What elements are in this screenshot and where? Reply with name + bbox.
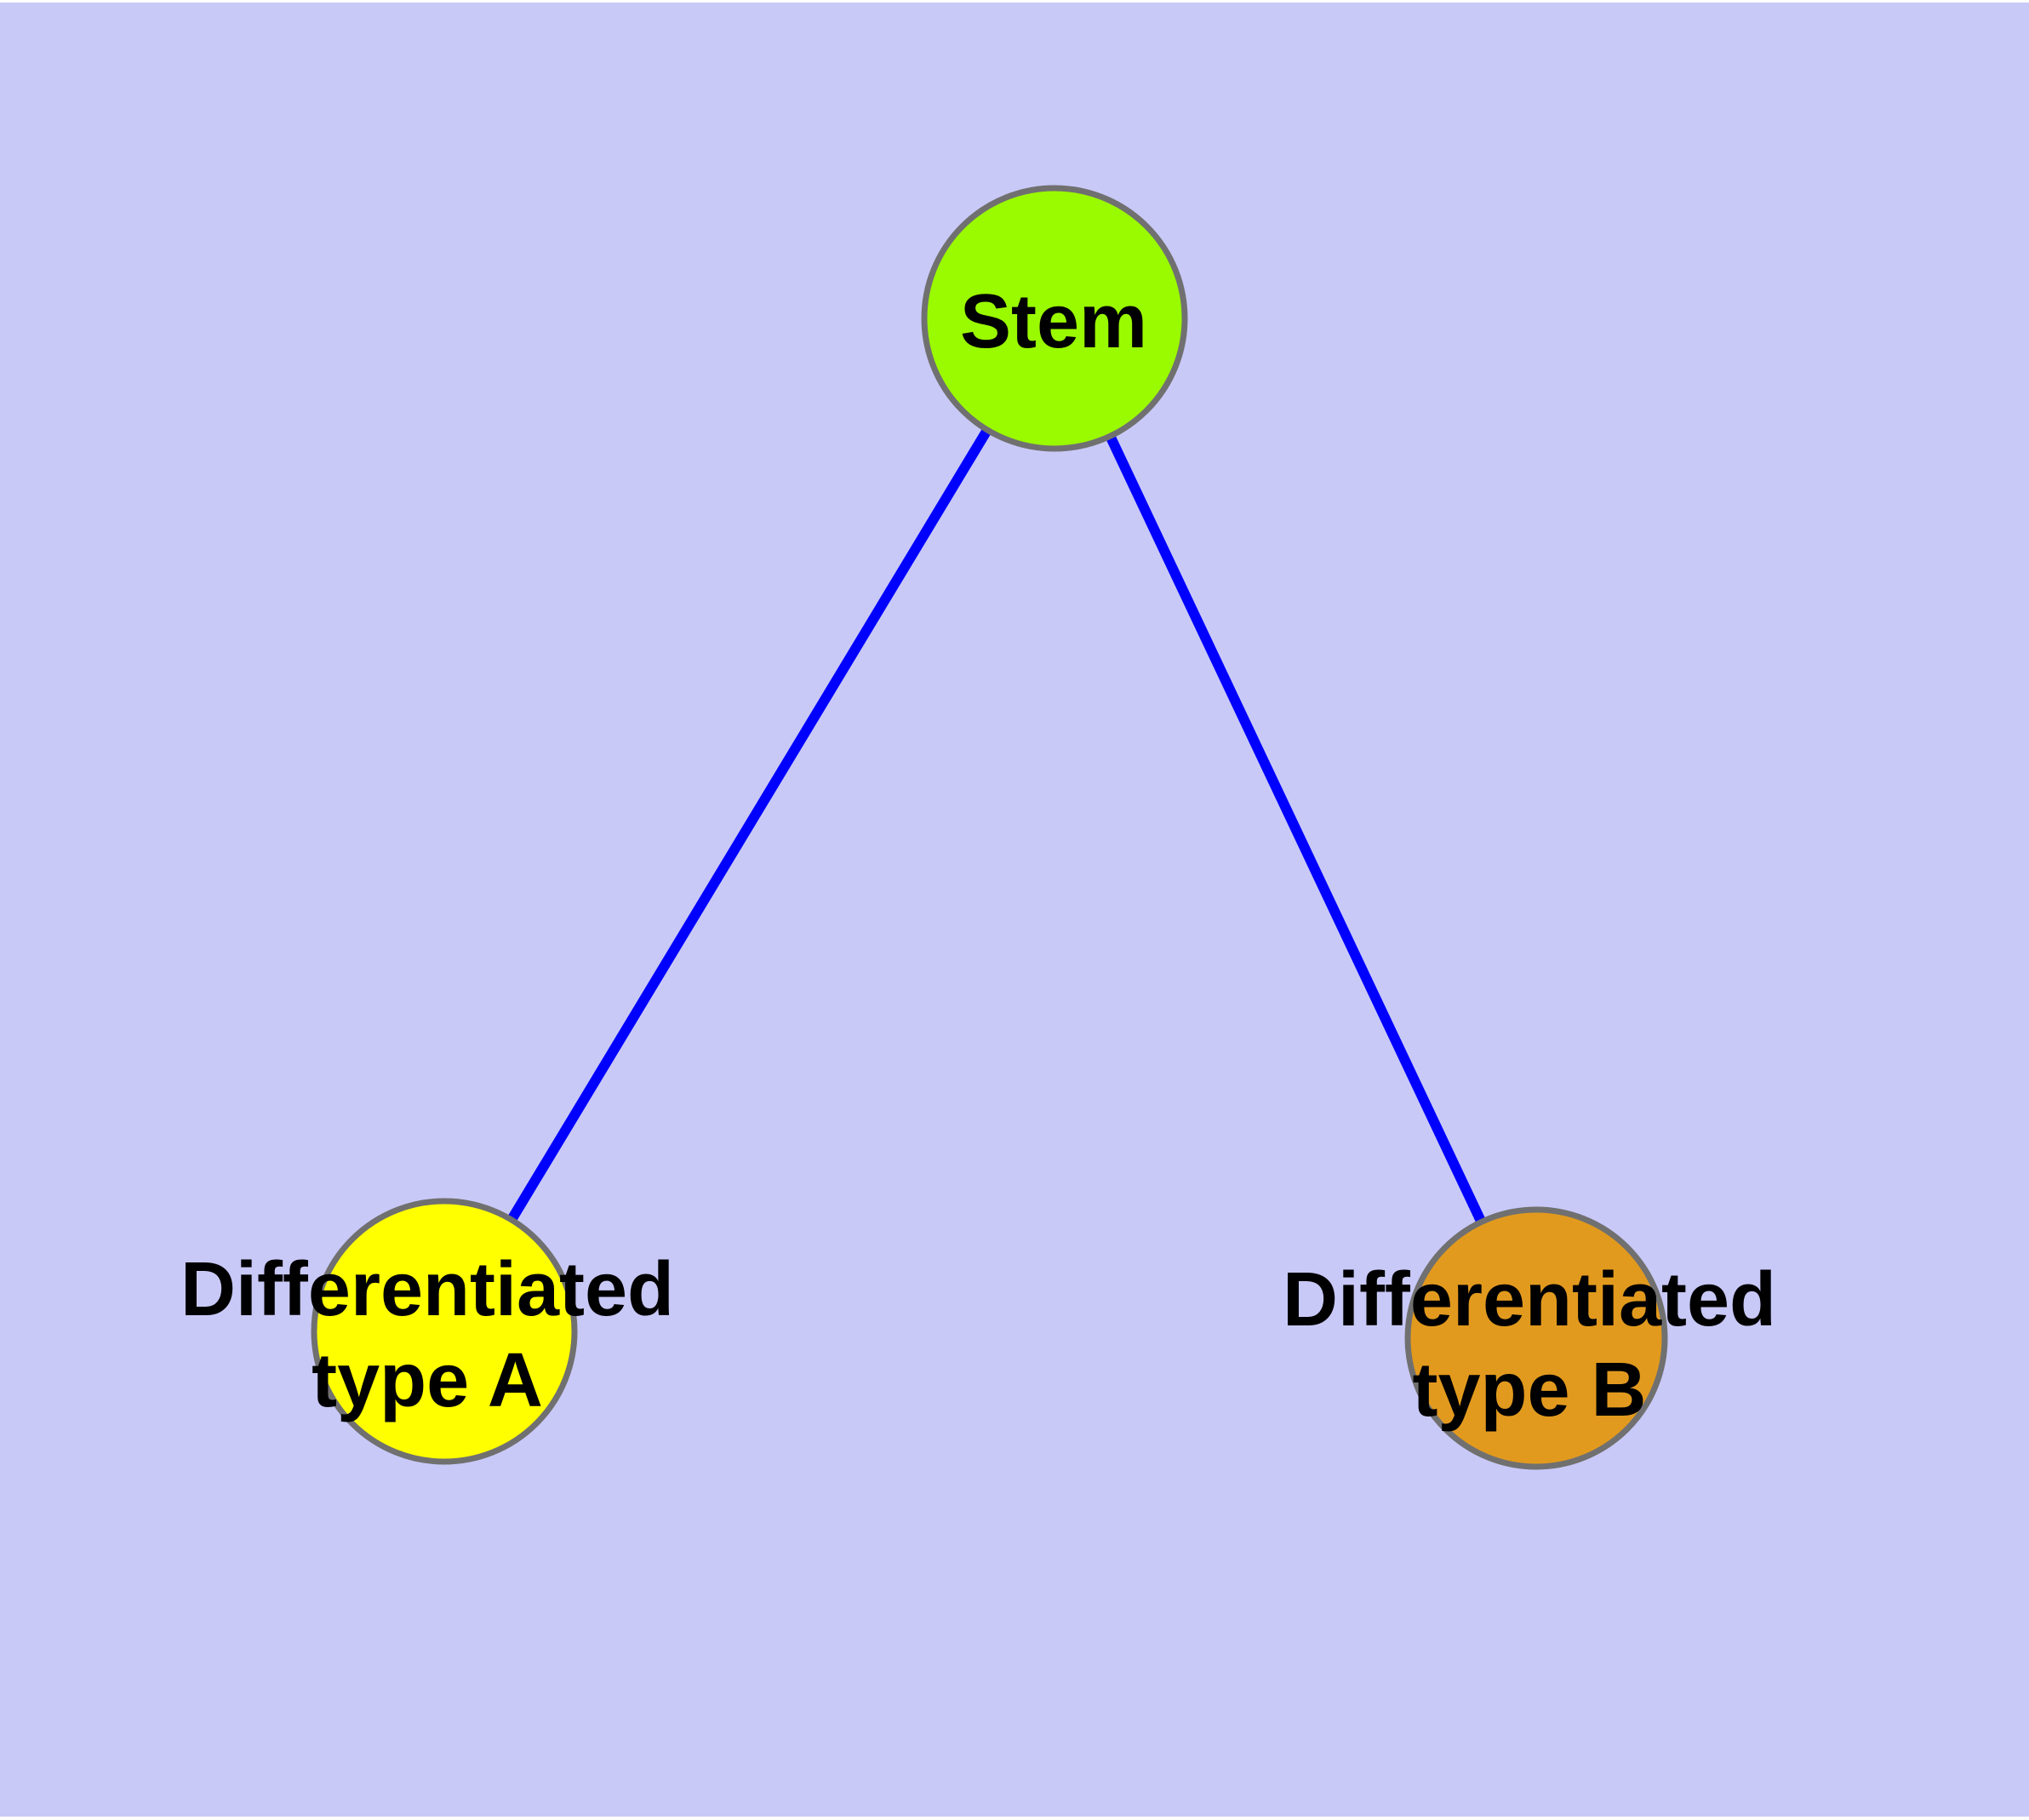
edge-stem-to-type-b <box>1049 316 1541 1341</box>
node-stem-circle <box>921 185 1188 452</box>
node-differentiated-type-a-circle <box>311 1198 578 1465</box>
edge-stem-to-type-a <box>439 315 1060 1335</box>
node-differentiated-type-a-label-line2: type A <box>311 1338 543 1423</box>
node-differentiated-type-b-label-line1: Differentiated <box>1283 1257 1776 1342</box>
node-stem-label: Stem <box>960 279 1147 364</box>
node-differentiated-type-a: Differentiated type A <box>180 1198 674 1465</box>
node-differentiated-type-b: Differentiated type B <box>1283 1206 1776 1470</box>
edges <box>439 315 1541 1341</box>
node-differentiated-type-b-circle <box>1404 1206 1668 1470</box>
node-differentiated-type-b-label-line2: type B <box>1412 1348 1646 1433</box>
node-stem: Stem <box>921 185 1188 452</box>
node-differentiated-type-a-label-line1: Differentiated <box>180 1247 674 1332</box>
